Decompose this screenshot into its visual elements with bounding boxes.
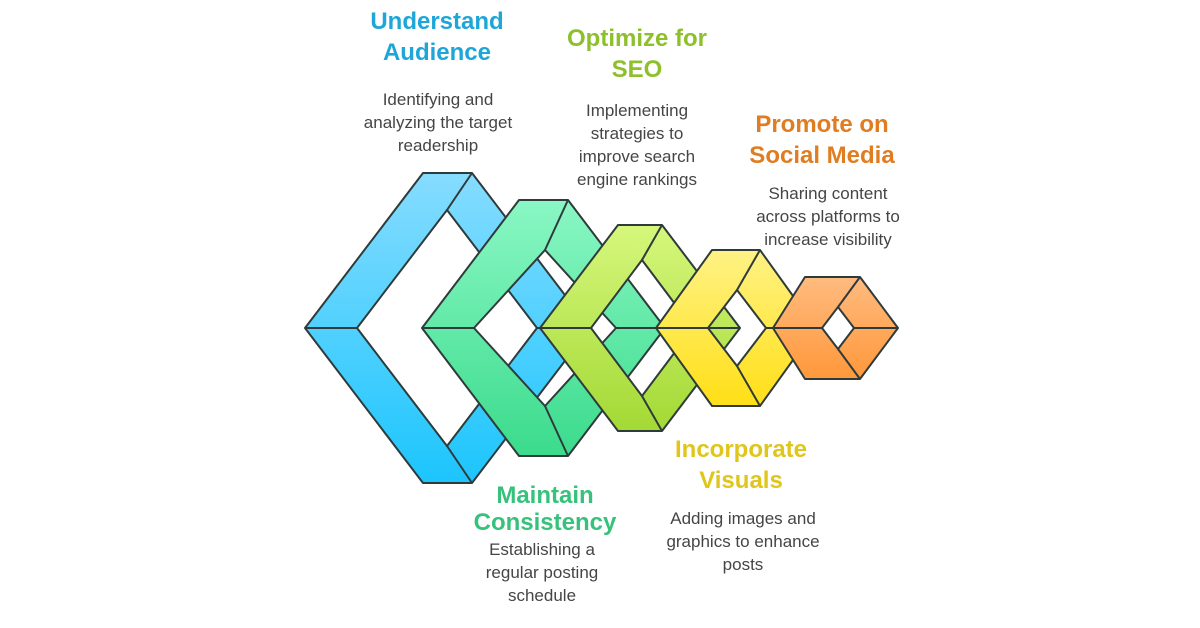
description-line: engine rankings	[576, 170, 698, 189]
description-line: Identifying and	[382, 90, 494, 109]
description-line: schedule	[507, 586, 577, 605]
shape-incorporate-visuals	[655, 249, 817, 407]
title-line: Consistency	[473, 509, 617, 536]
step-title-optimize-seo: Optimize for SEO	[567, 23, 707, 85]
description-line: regular posting	[485, 563, 599, 582]
title-line: Visuals	[699, 467, 783, 494]
title-line: Promote on	[755, 111, 889, 138]
step-title-understand-audience: Understand Audience	[370, 6, 503, 68]
shape-promote-social	[772, 276, 899, 380]
description-line: strategies to	[590, 124, 684, 143]
description-line: Implementing	[585, 101, 689, 120]
title-line: Maintain	[496, 482, 594, 509]
step-title-incorporate-visuals: Incorporate Visuals	[675, 434, 807, 496]
step-description-optimize-seo: Implementing strategies to improve searc…	[577, 99, 697, 191]
description-line: readership	[397, 136, 479, 155]
title-line: Optimize for	[566, 25, 708, 52]
description-line: increase visibility	[764, 230, 892, 249]
description-line: analyzing the target	[363, 113, 513, 132]
title-line: Audience	[382, 39, 492, 66]
step-description-maintain-consistency: Establishing a regular posting schedule	[486, 538, 598, 607]
step-title-maintain-consistency: Maintain Consistency	[474, 482, 617, 536]
title-line: Understand	[370, 8, 504, 35]
description-line: across platforms to	[756, 207, 900, 226]
step-description-promote-social-media: Sharing content across platforms to incr…	[756, 182, 900, 251]
description-line: Adding images and	[670, 509, 816, 528]
description-line: posts	[722, 555, 764, 574]
title-line: Social Media	[749, 142, 895, 169]
step-description-incorporate-visuals: Adding images and graphics to enhance po…	[666, 507, 819, 576]
description-line: Establishing a	[489, 540, 595, 559]
step-title-promote-social-media: Promote on Social Media	[749, 109, 894, 171]
description-line: improve search	[578, 147, 696, 166]
title-line: SEO	[611, 56, 663, 83]
description-line: graphics to enhance	[666, 532, 820, 551]
step-description-understand-audience: Identifying and analyzing the target rea…	[364, 88, 512, 157]
description-line: Sharing content	[768, 184, 888, 203]
title-line: Incorporate	[674, 436, 808, 463]
